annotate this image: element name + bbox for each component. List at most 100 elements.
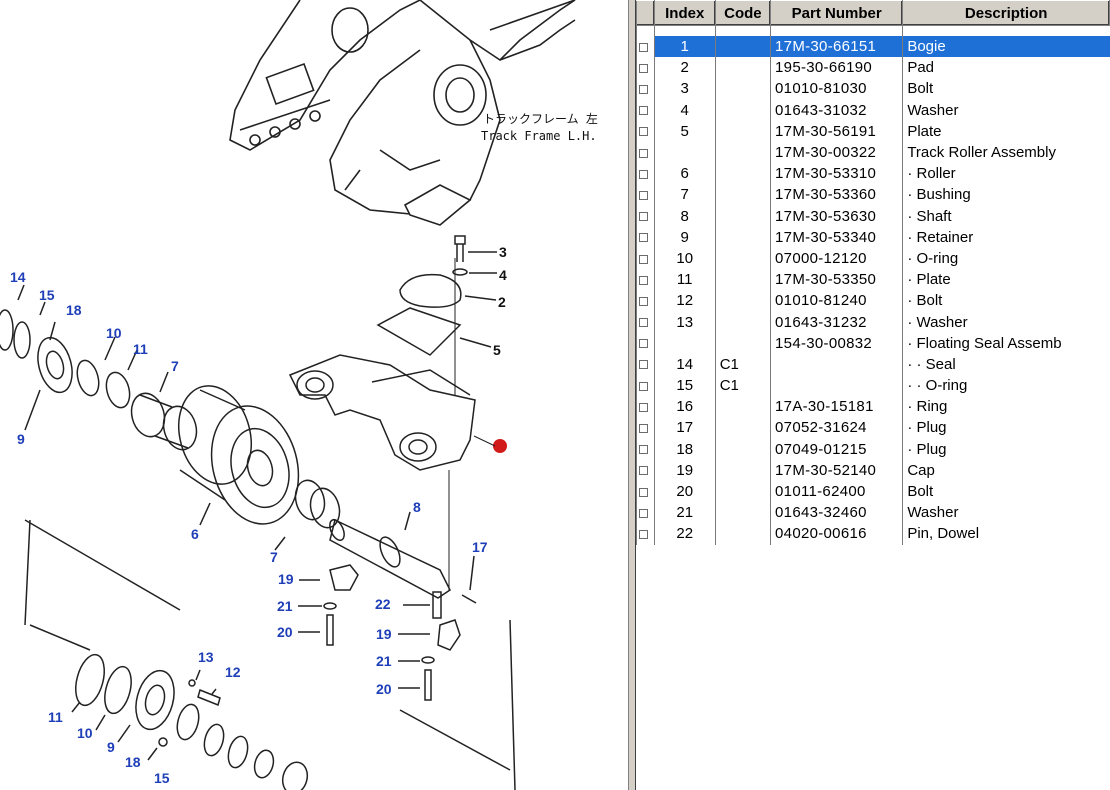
row-checkbox[interactable] xyxy=(636,78,655,100)
checkbox-icon[interactable] xyxy=(639,169,648,179)
checkbox-icon[interactable] xyxy=(639,339,648,349)
table-row[interactable]: 154-30-00832· Floating Seal Assemb xyxy=(636,332,1110,354)
row-index: 12 xyxy=(653,290,716,312)
callout-15b: 15 xyxy=(154,770,170,786)
row-checkbox[interactable] xyxy=(636,502,655,524)
row-code xyxy=(714,99,771,121)
checkbox-icon[interactable] xyxy=(639,106,648,116)
checkbox-icon[interactable] xyxy=(639,42,648,52)
header-checkbox[interactable] xyxy=(636,0,655,26)
checkbox-icon[interactable] xyxy=(639,466,648,476)
row-checkbox[interactable] xyxy=(636,184,655,206)
row-description: · · Seal xyxy=(902,353,1110,375)
checkbox-icon[interactable] xyxy=(639,127,648,137)
checkbox-icon[interactable] xyxy=(639,275,648,285)
row-description: Cap xyxy=(902,459,1110,481)
row-checkbox[interactable] xyxy=(636,226,655,248)
checkbox-icon[interactable] xyxy=(639,402,648,412)
row-checkbox[interactable] xyxy=(636,99,655,121)
parts-diagram[interactable]: トラックフレーム 左 Track Frame L.H. xyxy=(0,0,628,790)
row-part-number: 17M-30-53350 xyxy=(770,269,903,291)
row-part-number: 01010-81240 xyxy=(770,290,903,312)
row-checkbox[interactable] xyxy=(636,163,655,185)
checkbox-icon[interactable] xyxy=(639,63,648,73)
row-checkbox[interactable] xyxy=(636,247,655,270)
checkbox-icon[interactable] xyxy=(639,318,648,328)
row-checkbox[interactable] xyxy=(636,332,655,354)
checkbox-icon[interactable] xyxy=(639,296,648,306)
row-code xyxy=(714,269,771,291)
checkbox-icon[interactable] xyxy=(639,360,648,370)
row-checkbox[interactable] xyxy=(636,57,655,79)
checkbox-icon[interactable] xyxy=(639,254,648,264)
checkbox-icon[interactable] xyxy=(639,445,648,455)
row-checkbox[interactable] xyxy=(636,438,655,460)
row-checkbox[interactable] xyxy=(636,311,655,333)
row-checkbox[interactable] xyxy=(636,36,655,58)
row-description: Pin, Dowel xyxy=(902,523,1110,545)
row-part-number: 17M-30-66151 xyxy=(770,36,903,58)
row-part-number: 17M-30-53630 xyxy=(770,205,903,227)
row-code xyxy=(714,36,771,58)
checkbox-icon[interactable] xyxy=(639,424,648,433)
row-checkbox[interactable] xyxy=(636,480,655,503)
checkbox-icon[interactable] xyxy=(639,381,648,391)
header-code[interactable]: Code xyxy=(714,0,772,26)
row-checkbox[interactable] xyxy=(636,417,655,439)
row-code xyxy=(714,141,771,164)
header-description[interactable]: Description xyxy=(902,0,1110,26)
callout-9: 9 xyxy=(17,431,25,447)
checkbox-icon[interactable] xyxy=(639,508,648,518)
row-checkbox[interactable] xyxy=(636,120,655,142)
checkbox-icon[interactable] xyxy=(639,148,648,158)
row-checkbox[interactable] xyxy=(636,396,655,418)
row-part-number: 07052-31624 xyxy=(770,417,903,439)
row-description: · Bushing xyxy=(902,184,1110,206)
checkbox-icon[interactable] xyxy=(639,529,648,539)
row-checkbox[interactable] xyxy=(636,290,655,312)
row-checkbox[interactable] xyxy=(636,523,655,545)
row-checkbox[interactable] xyxy=(636,269,655,291)
row-code xyxy=(714,480,771,503)
row-checkbox[interactable] xyxy=(636,459,655,481)
row-checkbox[interactable] xyxy=(636,353,655,375)
checkbox-icon[interactable] xyxy=(639,212,648,222)
pane-splitter[interactable] xyxy=(628,0,636,790)
header-index[interactable]: Index xyxy=(653,0,716,26)
checkbox-icon[interactable] xyxy=(639,85,648,94)
checkbox-icon[interactable] xyxy=(639,487,648,497)
row-checkbox[interactable] xyxy=(636,141,655,164)
checkbox-icon[interactable] xyxy=(639,190,648,200)
row-checkbox[interactable] xyxy=(636,205,655,227)
header-part-number[interactable]: Part Number xyxy=(770,0,904,26)
row-checkbox[interactable] xyxy=(636,375,655,397)
checkbox-icon[interactable] xyxy=(639,233,648,243)
callout-20a: 20 xyxy=(277,624,293,640)
callout-13: 13 xyxy=(198,649,214,665)
row-part-number: 01011-62400 xyxy=(770,480,903,503)
